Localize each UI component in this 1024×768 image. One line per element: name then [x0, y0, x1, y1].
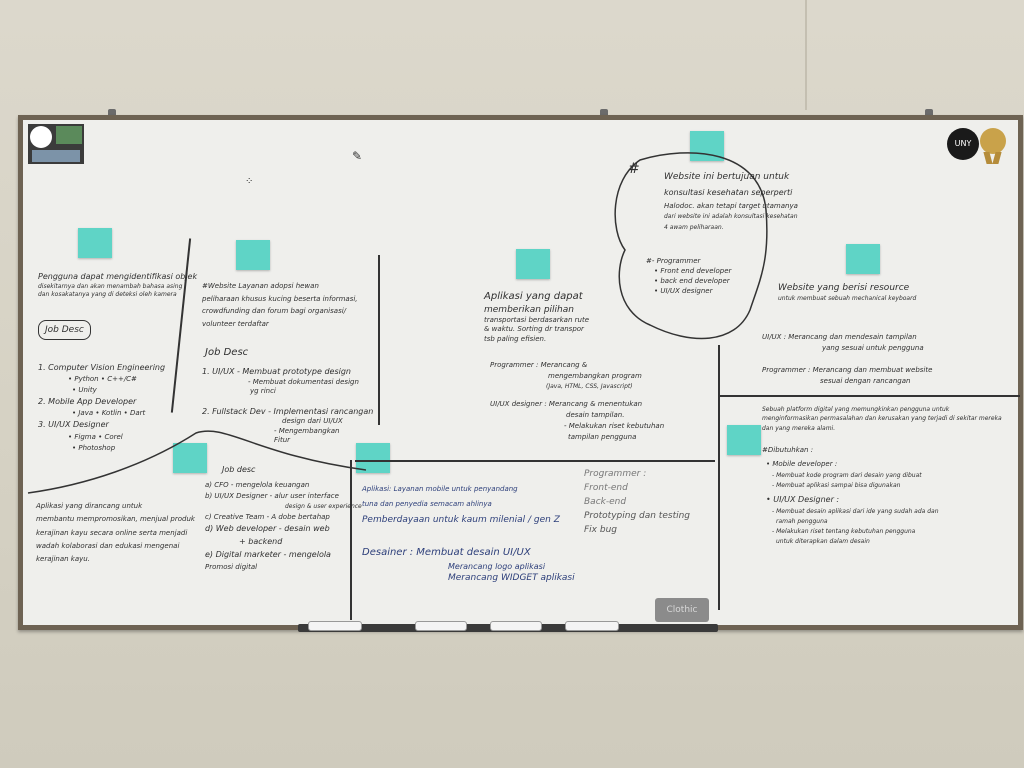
right-bottom-needed-title: #Dibutuhkan : [762, 446, 814, 454]
whiteboard-marker[interactable] [308, 621, 362, 631]
whiteboard-marker[interactable] [565, 621, 619, 631]
bottom-center-designer: Desainer : Membuat desain UI/UX Merancan… [362, 547, 575, 584]
cloud-hash: # [628, 161, 640, 177]
bottom-middle-left-items: a) CFO - mengelola keuangan b) UI/UX Des… [205, 481, 362, 571]
sticky-note [356, 443, 390, 473]
cloud-programmer: #- Programmer • Front end developer • ba… [646, 257, 732, 296]
whiteboard [18, 115, 1023, 630]
bottom-middle-left-title: Job desc [222, 465, 256, 474]
bottom-left-text: Aplikasi yang dirancang untuk membantu m… [36, 502, 195, 564]
right-logo-sticker: UNY [947, 128, 979, 160]
ink-smudge: ✎ [352, 149, 363, 163]
bottom-center-programmer: Programmer : Front-end Back-end Prototyp… [584, 469, 691, 535]
divider-line [350, 460, 352, 620]
left-intro: Pengguna dapat mengidentifikasi objek di… [38, 272, 198, 298]
sticky-note [516, 249, 550, 279]
sticky-note [846, 244, 880, 274]
sticky-note [78, 228, 112, 258]
gold-badge-sticker [980, 128, 1006, 154]
divider-line [355, 460, 715, 462]
wall-crack [805, 0, 807, 110]
ink-smudge: ⁘ [245, 176, 254, 187]
sticky-note [236, 240, 270, 270]
right-bottom-needed: • Mobile developer : - Membuat kode prog… [766, 460, 939, 546]
middle-left-job-desc-title: Job Desc [205, 347, 249, 358]
board-hook [925, 109, 933, 117]
sticky-note [727, 425, 761, 455]
whiteboard-eraser[interactable]: Clothic [655, 598, 709, 622]
middle-left-jobs: 1. UI/UX - Membuat prototype design - Me… [202, 367, 374, 445]
divider-line [378, 255, 380, 425]
divider-line [718, 345, 720, 610]
sticky-note [173, 443, 207, 473]
whiteboard-marker[interactable] [415, 621, 467, 631]
right-top-intro: Website yang berisi resource untuk membu… [778, 283, 917, 302]
middle-left-intro: #Website Layanan adopsi hewan peliharaan… [202, 282, 358, 328]
left-job-desc-title: Job Desc [38, 320, 91, 341]
left-jobs: 1. Computer Vision Engineering • Python … [38, 363, 166, 452]
board-hook [108, 109, 116, 117]
center-roles: Programmer : Merancang & mengembangkan p… [490, 361, 665, 441]
right-bottom-intro: Sebuah platform digital yang memungkinka… [762, 406, 1002, 432]
cloud-outline [614, 152, 768, 340]
center-intro: Aplikasi yang dapat memberikan pilihan t… [484, 291, 589, 343]
curve-divider [27, 430, 366, 494]
left-logo-sticker [28, 124, 84, 164]
right-top-roles: UI/UX : Merancang dan mendesain tampilan… [762, 333, 933, 385]
bottom-center-lines: Aplikasi: Layanan mobile untuk penyandan… [362, 485, 560, 526]
cloud-text: Website ini bertujuan untuk konsultasi k… [664, 172, 798, 231]
whiteboard-marker[interactable] [490, 621, 542, 631]
divider-line [720, 395, 1020, 397]
board-hook [600, 109, 608, 117]
